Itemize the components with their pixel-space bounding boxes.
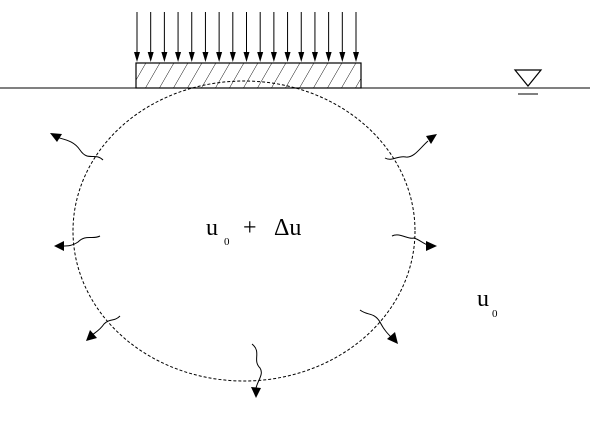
load-arrow-head (339, 52, 346, 62)
load-arrow-head (243, 52, 250, 62)
footing (135, 62, 362, 89)
flow-arrow-bottom-head (251, 387, 261, 398)
load-arrow-head (353, 52, 359, 62)
load-arrow-head (134, 52, 140, 62)
flow-arrow-upper-right-head (426, 134, 437, 144)
flow-arrow-upper-left-head (50, 133, 62, 142)
load-arrows (134, 12, 359, 62)
inner-pore-pressure-var: u (206, 215, 218, 241)
flow-arrow-lower-right (359, 309, 393, 339)
load-arrow-head (147, 52, 154, 62)
flow-arrow-lower-left (91, 315, 121, 336)
load-arrow-head (325, 52, 332, 62)
flow-arrow-upper-left (55, 136, 104, 161)
flow-arrow-left (61, 235, 101, 247)
flow-arrow-right-head (426, 241, 437, 251)
load-arrow-head (202, 52, 209, 62)
water-table-icon (513, 69, 543, 95)
flow-arrow-lower-right-head (387, 332, 398, 344)
load-arrow-head (284, 52, 291, 62)
load-arrow-head (229, 52, 236, 62)
load-arrow-head (188, 52, 195, 62)
outer-pore-pressure-var: u (477, 286, 489, 312)
load-arrow-head (298, 52, 305, 62)
inner-plus-sign: + (243, 215, 257, 241)
flow-arrow-left-head (54, 241, 64, 251)
outer-pore-pressure-sub: 0 (492, 308, 498, 320)
load-arrow-head (270, 52, 277, 62)
flow-arrow-right (391, 234, 429, 246)
drainage-flow-arrows (50, 133, 437, 398)
inner-excess-pressure: Δu (274, 215, 301, 241)
flow-arrow-bottom (251, 343, 262, 389)
load-arrow-head (216, 52, 223, 62)
load-arrow-head (175, 52, 182, 62)
flow-arrow-upper-right (384, 140, 429, 160)
load-arrow-head (311, 52, 318, 62)
load-arrow-head (161, 52, 168, 62)
flow-arrow-lower-left-head (86, 330, 97, 341)
inner-pore-pressure-sub: 0 (224, 236, 230, 248)
load-arrow-head (257, 52, 264, 62)
pressure-bulb (72, 80, 416, 382)
